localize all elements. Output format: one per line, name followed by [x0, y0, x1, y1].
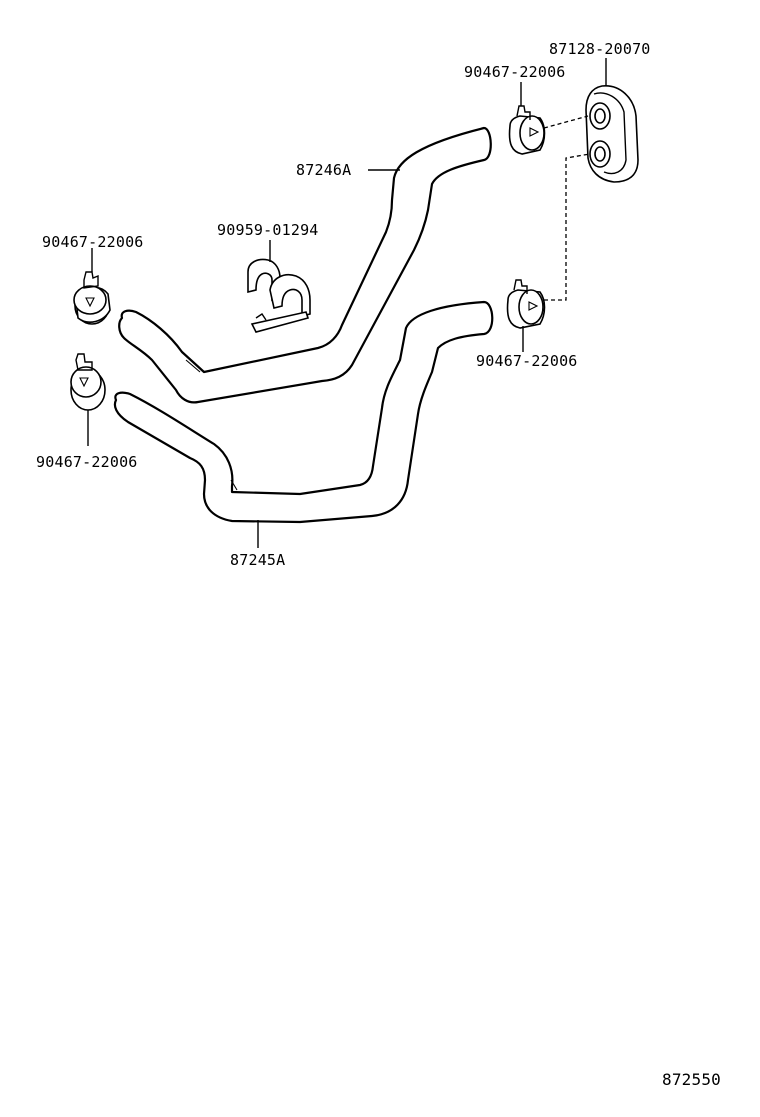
clip-upper-left	[73, 271, 111, 325]
label-hose-upper: 87246A	[296, 161, 352, 179]
label-grommet: 87128-20070	[549, 40, 651, 58]
clip-top-right	[508, 82, 546, 155]
hose-lower	[113, 300, 494, 524]
label-clip-lower-left: 90467-22006	[36, 453, 138, 471]
label-hose-lower: 87245A	[230, 551, 286, 569]
reference-number: 872550	[662, 1070, 721, 1089]
dashed-link-lower	[544, 153, 591, 301]
label-clip-upper-left: 90467-22006	[42, 233, 144, 251]
dashed-link-top	[543, 115, 589, 129]
label-clip-top-right: 90467-22006	[464, 63, 566, 81]
hose-upper	[118, 126, 492, 404]
clip-lower-left	[70, 353, 106, 446]
label-bracket: 90959-01294	[217, 221, 319, 239]
label-clip-lower-right: 90467-22006	[476, 352, 578, 370]
bracket	[247, 240, 311, 333]
clip-lower-right	[506, 279, 546, 352]
grommet	[585, 58, 639, 183]
